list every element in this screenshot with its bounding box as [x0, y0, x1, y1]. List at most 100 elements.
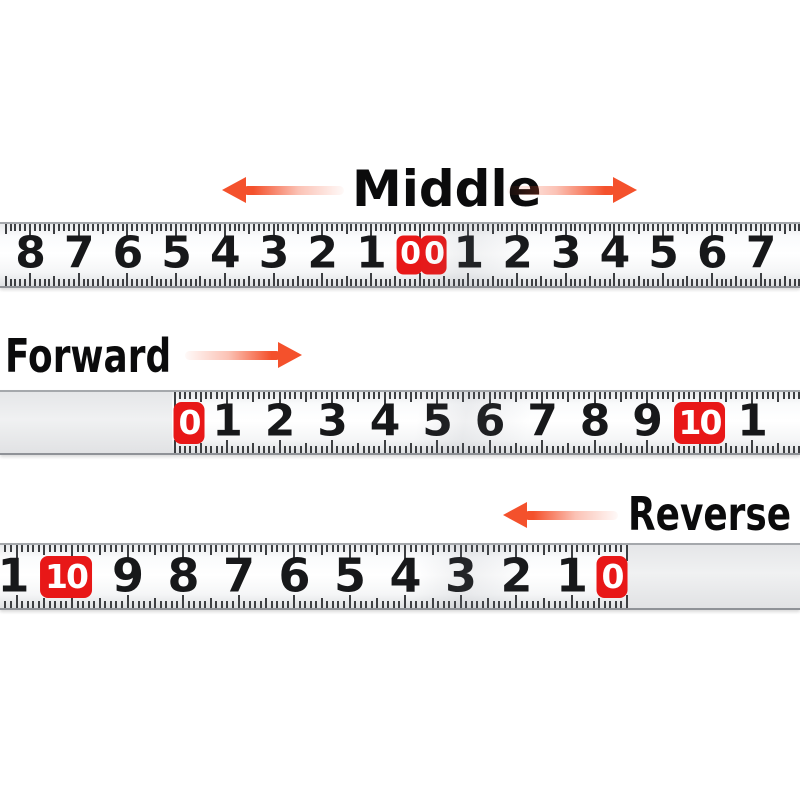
tick-mark — [331, 392, 333, 408]
tick-mark — [120, 601, 123, 608]
tick-mark — [496, 224, 499, 231]
tick-mark — [335, 224, 338, 231]
tick-mark — [282, 279, 285, 286]
tick-mark — [199, 276, 202, 286]
tick-mark — [71, 595, 73, 608]
tick-mark — [148, 545, 151, 552]
tick-mark — [141, 279, 143, 286]
tick-mark — [583, 446, 585, 453]
tick-mark — [446, 392, 449, 399]
tick-mark — [418, 273, 421, 286]
tick-mark — [783, 276, 786, 286]
tick-mark — [491, 276, 494, 286]
tick-mark — [87, 601, 90, 608]
tick-mark — [598, 598, 601, 608]
tick-mark — [204, 601, 207, 608]
tick-mark — [472, 446, 475, 453]
tick-mark — [661, 446, 664, 453]
tick-mark — [283, 392, 286, 399]
tick-mark — [320, 545, 323, 555]
tick-mark — [265, 545, 268, 555]
tick-mark — [306, 224, 309, 231]
tick-mark — [478, 446, 480, 453]
tick-mark — [448, 545, 451, 552]
tick-mark — [618, 279, 621, 286]
tick-mark — [281, 545, 284, 552]
tick-mark — [357, 392, 360, 402]
tick-mark — [273, 446, 276, 453]
label-reverse: Reverse — [628, 487, 792, 541]
tick-mark — [530, 392, 533, 399]
tick-mark — [194, 392, 197, 399]
tick-mark — [613, 273, 616, 286]
tick-mark — [77, 224, 80, 240]
tick-mark — [562, 392, 564, 399]
tick-mark — [87, 545, 90, 552]
tick-mark — [488, 440, 491, 453]
tick-mark — [109, 601, 112, 608]
tick-mark — [399, 224, 402, 231]
tick-mark — [593, 440, 596, 453]
tick-mark — [63, 279, 66, 286]
tick-mark — [350, 224, 353, 231]
tick-mark — [447, 224, 450, 231]
tick-mark — [437, 545, 440, 552]
tick-mark — [389, 279, 392, 286]
tick-mark — [182, 595, 184, 608]
tick-mark — [701, 279, 704, 286]
tick-mark — [570, 545, 573, 561]
tick-mark — [365, 545, 368, 552]
tick-mark — [581, 545, 584, 552]
tick-mark — [514, 392, 517, 402]
ruler-number: 2 — [502, 227, 533, 279]
tick-mark — [452, 224, 455, 231]
tick-mark — [696, 224, 699, 231]
tick-mark — [355, 279, 358, 286]
tick-mark — [370, 601, 373, 608]
tick-mark — [793, 392, 795, 399]
tick-mark — [26, 601, 29, 608]
tick-mark — [403, 279, 406, 286]
tick-mark — [472, 224, 475, 231]
tick-mark — [609, 446, 612, 453]
tick-mark — [150, 276, 153, 286]
tick-mark — [537, 601, 540, 608]
tick-mark — [593, 392, 596, 408]
tick-mark — [774, 279, 777, 286]
tick-mark — [257, 279, 260, 286]
tick-mark — [545, 279, 548, 286]
tick-mark — [542, 598, 545, 608]
tick-mark — [187, 601, 190, 608]
tick-mark — [430, 392, 433, 399]
tick-mark — [306, 279, 309, 286]
tick-mark — [155, 279, 158, 286]
tick-mark — [481, 279, 484, 286]
tick-mark — [170, 224, 173, 231]
tick-mark — [503, 601, 506, 608]
tick-mark — [667, 392, 669, 399]
tick-mark — [33, 224, 36, 231]
ruler-number: 7 — [222, 548, 255, 603]
tick-mark — [662, 224, 665, 240]
ruler-number: 6 — [112, 227, 144, 279]
tick-mark — [262, 446, 265, 453]
highlighted-number: 0 — [396, 235, 423, 275]
tick-mark — [289, 392, 291, 399]
tick-mark — [682, 392, 685, 399]
tick-mark — [426, 601, 429, 608]
tick-mark — [237, 545, 240, 561]
tick-mark — [325, 392, 328, 399]
tick-mark — [735, 276, 738, 286]
tick-mark — [442, 545, 445, 552]
tick-mark — [173, 440, 176, 453]
tick-mark — [228, 279, 231, 286]
tick-mark — [569, 279, 572, 286]
tick-mark — [54, 601, 57, 608]
tick-mark — [788, 224, 791, 231]
tick-mark — [340, 279, 343, 286]
tick-mark — [320, 392, 323, 399]
tick-mark — [579, 279, 582, 286]
tick-mark — [506, 224, 509, 231]
tick-mark — [120, 545, 123, 552]
ruler-number: 8 — [579, 395, 611, 447]
